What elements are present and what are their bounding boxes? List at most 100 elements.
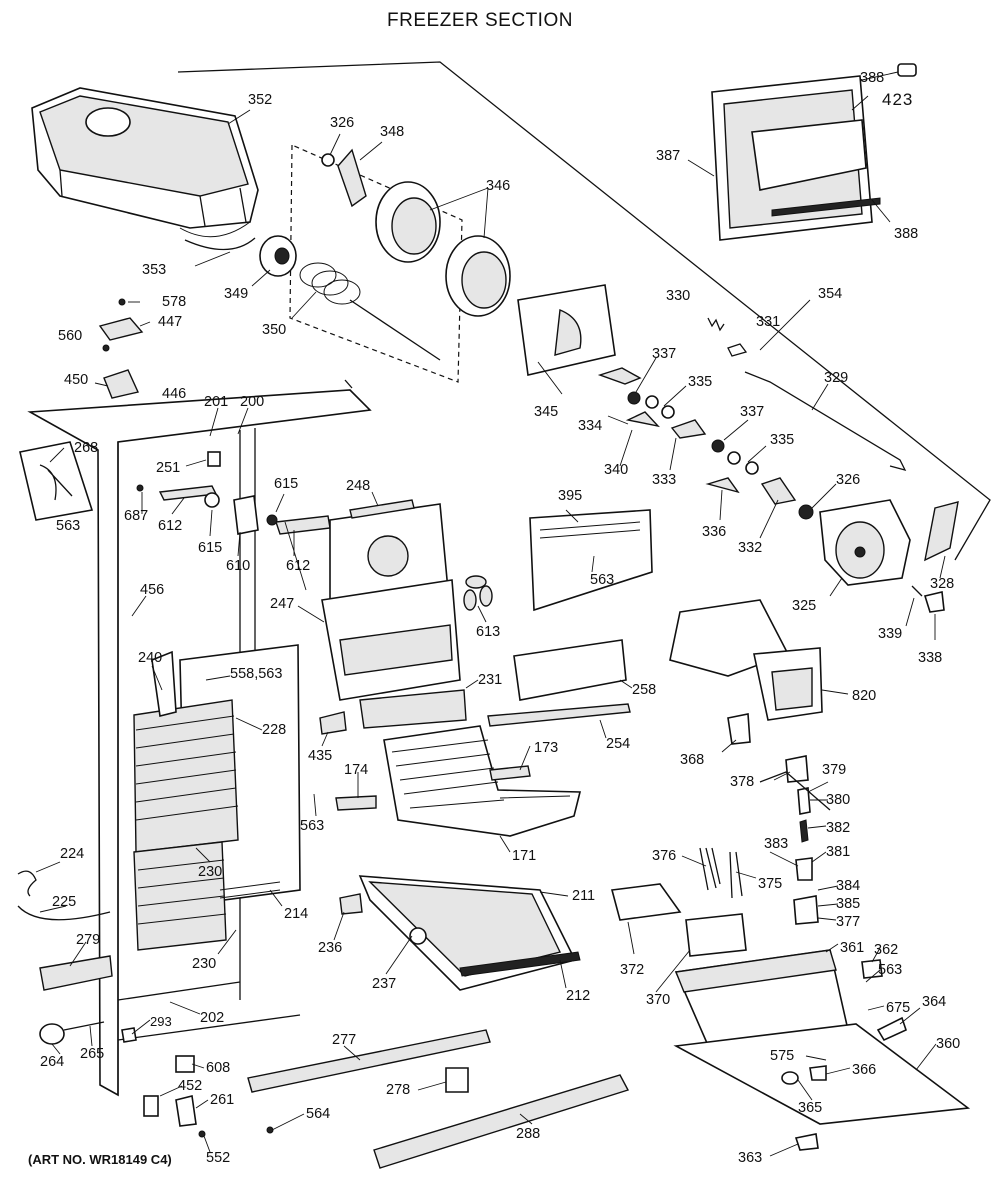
screw-552: [198, 1130, 206, 1138]
part-label-224: 224: [60, 846, 85, 862]
part-label-395: 395: [558, 488, 583, 504]
solenoid-stack: [759, 755, 831, 925]
part-173: [489, 765, 531, 781]
part-608: [175, 1055, 195, 1073]
part-label-447: 447: [158, 314, 183, 330]
pin-339: [911, 585, 923, 597]
part-label-337: 337: [652, 346, 677, 362]
part-label-338: 338: [918, 650, 943, 666]
part-label-552: 552: [206, 1150, 231, 1166]
part-label-254: 254: [606, 736, 631, 752]
cover-328: [924, 501, 959, 562]
part-label-331: 331: [756, 314, 781, 330]
screw-687: [136, 484, 144, 492]
part-label-201: 201: [204, 394, 229, 410]
actuator-arm-329: [744, 371, 907, 471]
part-174: [335, 795, 377, 811]
dispenser-door-frame: [711, 75, 881, 241]
part-452: [143, 1095, 159, 1117]
kick-plate-288: [373, 1074, 630, 1169]
part-231-bracket: [359, 689, 467, 729]
bracket-338: [923, 591, 945, 613]
part-label-345: 345: [534, 404, 559, 420]
icemaker-820: [669, 599, 823, 721]
part-label-423: 423: [882, 90, 914, 109]
part-label-368: 368: [680, 752, 705, 768]
screw-560: [102, 344, 110, 352]
part-label-372: 372: [620, 962, 645, 978]
part-label-615b: 615: [198, 540, 223, 556]
part-label-352: 352: [248, 92, 273, 108]
bracket-612b: [275, 515, 331, 535]
part-label-336: 336: [702, 524, 727, 540]
part-label-687: 687: [124, 508, 149, 524]
washer-326: [321, 153, 335, 167]
part-label-200: 200: [240, 394, 265, 410]
part-240: [151, 650, 177, 717]
part-254: [487, 703, 631, 727]
ice-crusher-blades: [375, 181, 511, 317]
part-label-330: 330: [666, 288, 691, 304]
cover-372: [610, 883, 682, 921]
part-label-380: 380: [826, 792, 851, 808]
part-261: [175, 1095, 197, 1127]
part-label-293: 293: [150, 1014, 172, 1029]
part-label-350: 350: [262, 322, 287, 338]
part-label-248: 248: [346, 478, 371, 494]
part-label-361: 361: [840, 940, 865, 956]
part-label-258: 258: [632, 682, 657, 698]
part-label-375: 375: [758, 876, 783, 892]
part-label-563d: 563: [878, 962, 903, 978]
part-label-377: 377: [836, 914, 861, 930]
part-363: [794, 1133, 819, 1151]
part-label-326: 326: [330, 115, 355, 131]
part-label-564: 564: [306, 1106, 331, 1122]
part-label-230b: 230: [192, 956, 217, 972]
linkage-parts: [597, 367, 814, 520]
part-label-612b: 612: [286, 558, 311, 574]
part-label-329: 329: [824, 370, 849, 386]
rail-277: [247, 1029, 491, 1093]
bracket-446: [103, 369, 139, 399]
part-label-456: 456: [140, 582, 165, 598]
cover-395: [529, 509, 653, 612]
part-label-230: 230: [198, 864, 223, 880]
part-label-563: 563: [590, 572, 615, 588]
part-label-560: 560: [58, 328, 83, 344]
part-label-237: 237: [372, 976, 397, 992]
part-label-383: 383: [764, 836, 789, 852]
part-278: [445, 1067, 469, 1093]
part-label-613: 613: [476, 624, 501, 640]
part-label-174: 174: [344, 762, 369, 778]
part-label-378: 378: [730, 774, 755, 790]
part-435: [319, 711, 347, 735]
part-label-236: 236: [318, 940, 343, 956]
part-365: [781, 1071, 799, 1085]
part-label-364: 364: [922, 994, 947, 1010]
diagram-title: FREEZER SECTION: [387, 10, 573, 31]
auger-350: [299, 262, 441, 361]
leader-lines: [35, 71, 946, 1157]
part-label-339: 339: [878, 626, 903, 642]
part-label-387: 387: [656, 148, 681, 164]
part-label-675: 675: [886, 1000, 911, 1016]
part-label-228: 228: [262, 722, 287, 738]
part-label-435: 435: [308, 748, 333, 764]
part-265: [63, 1021, 105, 1031]
screw-578: [118, 298, 126, 306]
part-615a: [204, 492, 220, 508]
part-615b: [266, 514, 278, 526]
motor-assembly-325: [819, 499, 911, 586]
part-label-278: 278: [386, 1082, 411, 1098]
part-label-335: 335: [688, 374, 713, 390]
part-label-212: 212: [566, 988, 591, 1004]
part-264: [39, 1023, 65, 1045]
part-610: [233, 495, 259, 535]
part-362: [861, 959, 883, 979]
part-label-563c: 563: [300, 818, 325, 834]
part-label-384: 384: [836, 878, 861, 894]
part-label-288: 288: [516, 1126, 541, 1142]
liner-outline: [177, 61, 991, 561]
part-label-450: 450: [64, 372, 89, 388]
wire-353: [184, 237, 256, 251]
